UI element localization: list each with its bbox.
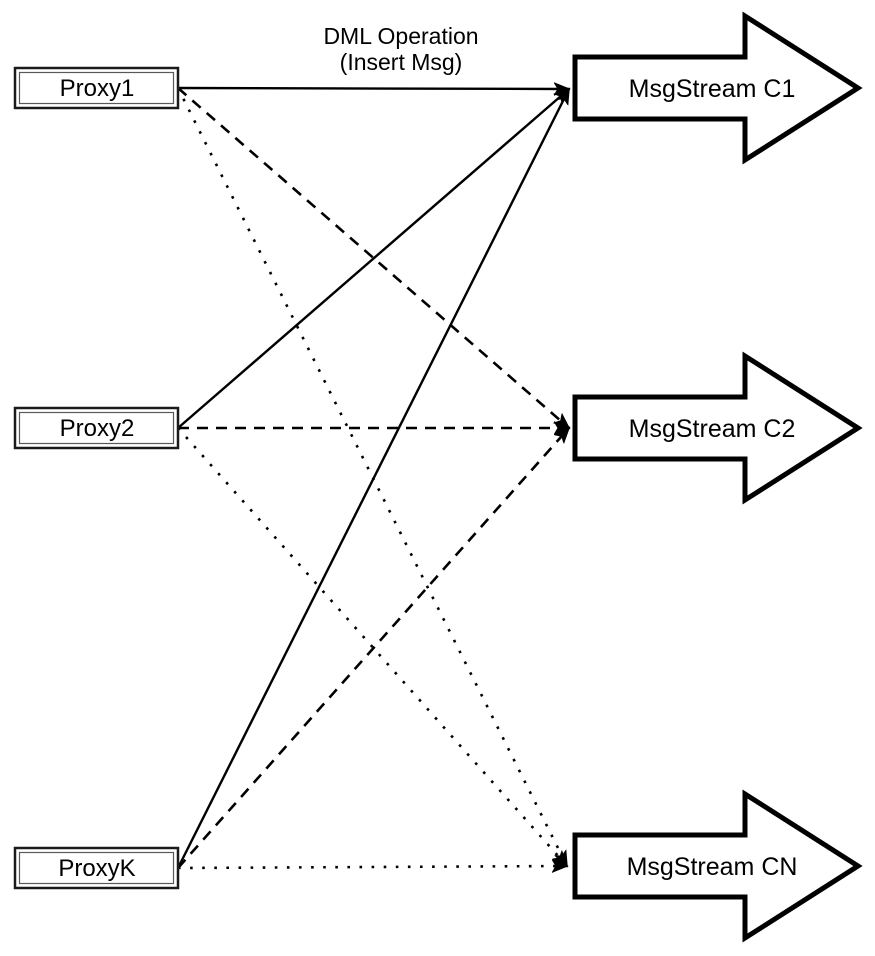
node-proxy1: Proxy1 (13, 66, 180, 110)
msgstream-cn-label: MsgStream CN (627, 853, 798, 881)
msgstream-c2-label: MsgStream C2 (629, 415, 796, 443)
edge-proxy2-c1-solid (177, 89, 569, 429)
node-proxyk: ProxyK (13, 846, 180, 890)
node-proxy2: Proxy2 (13, 406, 180, 450)
proxy2-box-inner-border (18, 411, 175, 445)
edge-proxy1-c1-solid (177, 88, 569, 89)
proxy1-box (13, 66, 180, 110)
edge-proxyk-c2-dashed (177, 428, 569, 869)
proxy1-label: Proxy1 (60, 75, 135, 102)
proxyk-box (13, 846, 180, 890)
node-msgstream-cn: MsgStream CN (572, 789, 863, 943)
msgstream-cn-arrow-shape (572, 789, 863, 943)
msgstream-c1-arrow-shape (572, 11, 863, 165)
proxy2-label: Proxy2 (60, 415, 135, 442)
msgstream-c2-arrow-shape (572, 351, 863, 505)
proxy1-box-inner-border (18, 71, 175, 105)
edge-proxyk-cn-dotted (177, 866, 567, 868)
proxyk-label: ProxyK (58, 855, 135, 882)
proxyk-box-inner-border (18, 851, 175, 885)
edges-layer (176, 87, 569, 869)
node-msgstream-c2: MsgStream C2 (572, 351, 863, 505)
dml-operation-label-line2: (Insert Msg) (340, 49, 463, 75)
proxy2-box (13, 406, 180, 450)
msgstream-c1-label: MsgStream C1 (629, 75, 796, 103)
edge-proxy2-cn-dotted (177, 427, 567, 866)
node-msgstream-c1: MsgStream C1 (572, 11, 863, 165)
dml-operation-label-line1: DML Operation (323, 23, 478, 49)
edge-proxy1-c2-dashed (177, 87, 569, 428)
